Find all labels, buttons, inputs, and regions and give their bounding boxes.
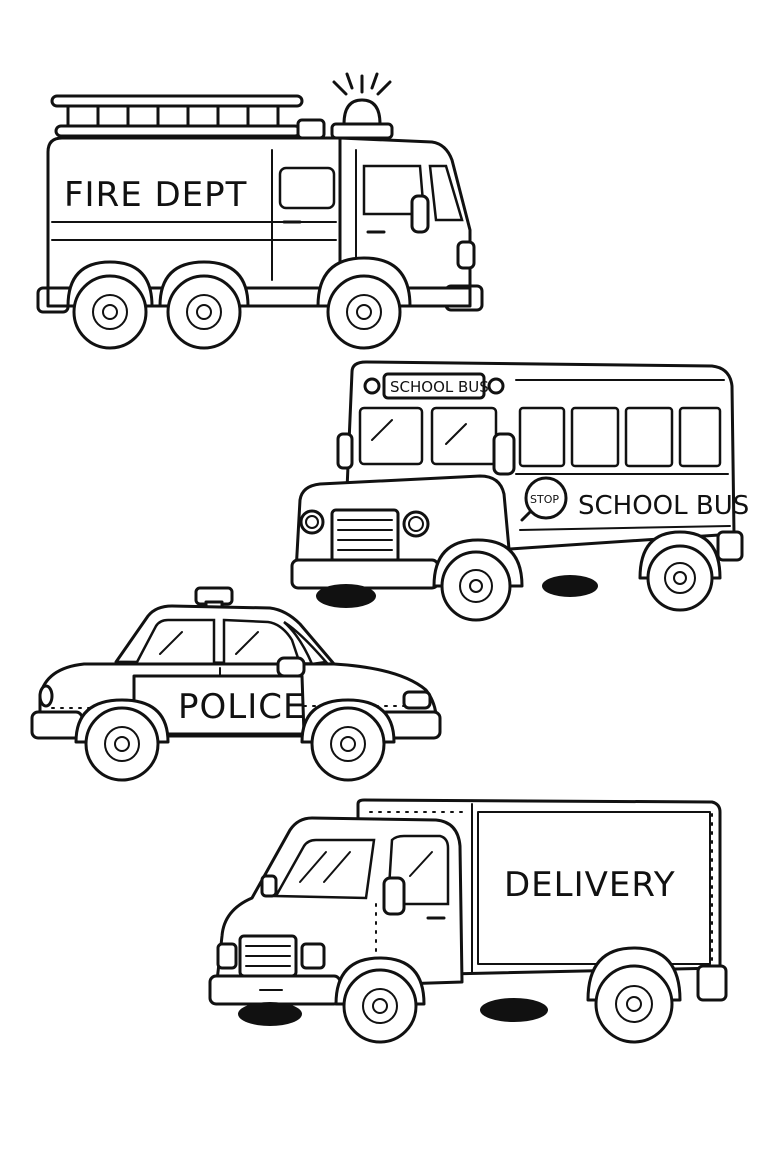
wheel-icon <box>238 1002 302 1026</box>
bus-light-icon <box>363 377 381 395</box>
wheel-icon <box>646 544 714 612</box>
wheel-icon <box>342 968 418 1044</box>
headlight-icon <box>216 942 238 970</box>
police-car: POLICE <box>30 586 442 782</box>
police-label: POLICE <box>178 687 305 727</box>
bus-light-icon <box>487 377 505 395</box>
mirror-icon <box>382 876 406 916</box>
wheel-icon <box>542 575 598 597</box>
wheel-icon <box>166 274 242 350</box>
wheel-icon <box>326 274 402 350</box>
bus-sign-label: SCHOOL BUS <box>390 378 489 396</box>
mirror-icon <box>410 194 430 234</box>
wheel-icon <box>310 706 386 782</box>
fire-truck-label: FIRE DEPT <box>64 175 247 215</box>
stop-sign-icon: STOP <box>520 476 568 522</box>
wheel-icon <box>72 274 148 350</box>
headlight-icon <box>299 509 325 535</box>
siren-light-icon <box>330 72 394 140</box>
headlight-icon <box>402 510 430 538</box>
headlight-icon <box>300 942 326 970</box>
taillight-icon <box>38 684 54 708</box>
delivery-truck: DELIVERY <box>208 798 728 1044</box>
ladder-icon <box>50 94 326 140</box>
bus-sign-board <box>382 372 486 400</box>
fire-truck: FIRE DEPT <box>36 72 484 350</box>
bus-side-label: SCHOOL BUS <box>578 491 749 521</box>
delivery-label: DELIVERY <box>504 865 676 905</box>
mirror-icon <box>276 656 306 678</box>
wheel-icon <box>440 550 512 622</box>
school-bus: SCHOOL BUS STOP SCHOOL BUS <box>290 360 749 622</box>
headlight-icon <box>456 240 476 270</box>
wheel-icon <box>84 706 160 782</box>
wheel-icon <box>594 964 674 1044</box>
wheel-icon <box>480 998 548 1022</box>
mirror-icon <box>492 432 516 476</box>
headlight-icon <box>402 690 432 710</box>
wheel-icon <box>316 584 376 608</box>
grille-icon <box>330 508 400 564</box>
stop-sign-label: STOP <box>530 493 559 506</box>
